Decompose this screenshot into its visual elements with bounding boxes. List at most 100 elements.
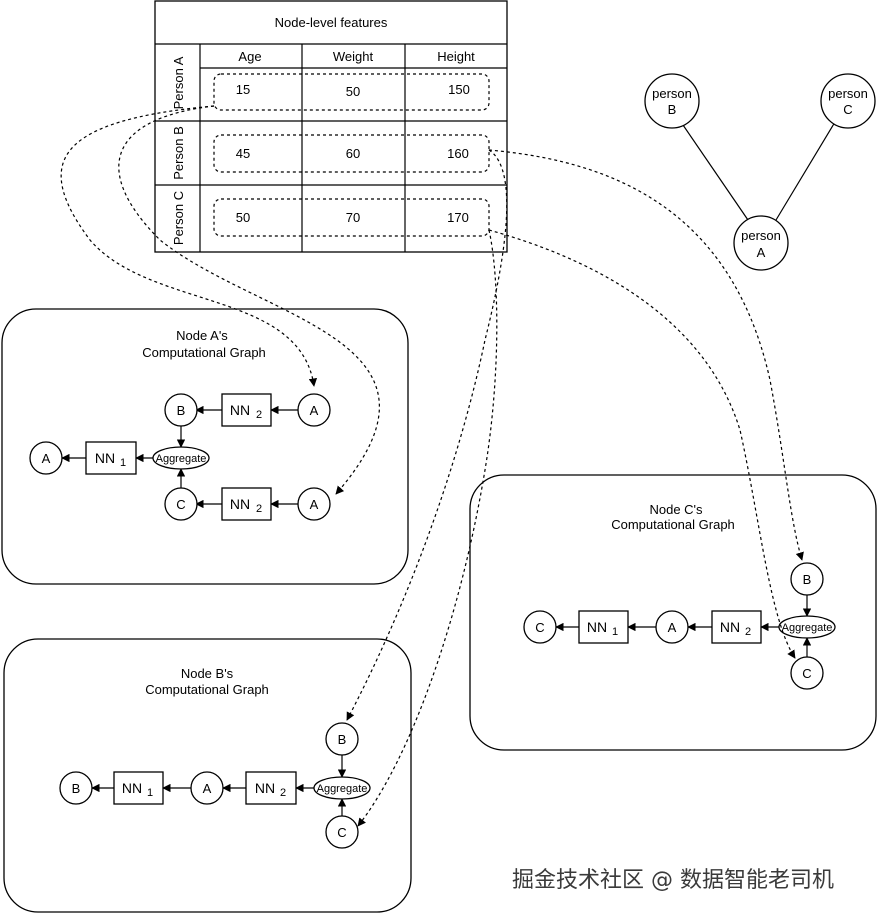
nn2-subscript: 2 — [256, 503, 262, 515]
aggregate-node — [152, 446, 210, 470]
node-label: A — [310, 497, 319, 512]
output-node-a — [29, 441, 63, 475]
neighbor-node-c — [790, 656, 824, 690]
aggregate-node — [313, 776, 371, 800]
flow-a-to-graph-a-top — [60, 105, 318, 387]
person-c-node — [820, 73, 876, 129]
table-cell: 160 — [447, 146, 469, 161]
nn1-subscript: 1 — [147, 787, 153, 799]
table-cell: 150 — [448, 82, 470, 97]
column-header-height: Height — [437, 49, 475, 64]
node-label: B — [72, 781, 81, 796]
column-header-weight: Weight — [333, 49, 374, 64]
nn2-label: NN — [230, 496, 250, 512]
social-graph: person B person C person A — [644, 73, 876, 271]
output-node-c — [523, 610, 557, 644]
aggregate-label: Aggregate — [317, 783, 368, 795]
nn1-label: NN — [95, 450, 115, 466]
feature-table: Node-level features Age Weight Height Pe… — [154, 0, 508, 253]
neighbor-node-b — [790, 562, 824, 596]
input-node-a — [297, 487, 331, 521]
row-group-person-b — [213, 134, 490, 173]
nn2-subscript: 2 — [745, 626, 751, 638]
nn1-subscript: 1 — [120, 457, 126, 469]
node-label: A — [310, 403, 319, 418]
nn2-box — [245, 771, 297, 805]
node-label: B — [177, 403, 186, 418]
aggregate-node — [778, 615, 836, 639]
row-label-person-c: Person C — [171, 191, 186, 245]
row-label-person-b: Person B — [171, 126, 186, 179]
nn2-subscript: 2 — [280, 787, 286, 799]
nn2-box — [711, 610, 762, 644]
graph-b-panel: Node B's Computational Graph B Aggregate… — [3, 638, 412, 913]
nn2-label: NN — [255, 780, 275, 796]
flow-a-to-graph-a-bottom — [118, 105, 380, 495]
mid-node-a — [655, 610, 689, 644]
graph-b-title: Node B's — [181, 666, 234, 681]
nn2-box — [221, 393, 272, 427]
nn1-label: NN — [587, 619, 607, 635]
graph-a-title: Node A's — [176, 328, 228, 343]
node-label: A — [668, 620, 677, 635]
nn1-box — [113, 771, 164, 805]
column-header-age: Age — [238, 49, 261, 64]
neighbor-node-c — [164, 487, 198, 521]
neighbor-node-b — [164, 393, 198, 427]
flow-b-to-graph-c — [488, 149, 804, 561]
table-cell: 45 — [236, 146, 250, 161]
aggregate-label: Aggregate — [782, 622, 833, 634]
table-cell: 170 — [447, 210, 469, 225]
node-label: A — [757, 245, 766, 260]
node-label: B — [803, 572, 812, 587]
node-label: B — [338, 732, 347, 747]
neighbor-node-b — [325, 722, 359, 756]
neighbor-node-c — [325, 815, 359, 849]
table-cell: 70 — [346, 210, 360, 225]
node-label: C — [802, 666, 811, 681]
nn2-label: NN — [230, 402, 250, 418]
aggregate-label: Aggregate — [156, 453, 207, 465]
node-label: person — [741, 228, 781, 243]
graph-a-panel: Node A's Computational Graph A NN 2 B Agg… — [1, 308, 409, 585]
nn2-subscript: 2 — [256, 409, 262, 421]
node-label: C — [535, 620, 544, 635]
mid-node-a — [190, 771, 224, 805]
nn1-box — [85, 441, 137, 475]
node-label: C — [337, 825, 346, 840]
node-label: person — [652, 86, 692, 101]
nn1-label: NN — [122, 780, 142, 796]
graph-c-subtitle: Computational Graph — [611, 517, 735, 532]
node-label: A — [42, 451, 51, 466]
nn1-subscript: 1 — [612, 626, 618, 638]
node-label: C — [176, 497, 185, 512]
nn2-box — [221, 487, 272, 521]
table-title: Node-level features — [275, 15, 388, 30]
nn2-label: NN — [720, 619, 740, 635]
row-label-person-a: Person A — [171, 56, 186, 109]
graph-b-subtitle: Computational Graph — [145, 682, 269, 697]
table-cell: 15 — [236, 82, 250, 97]
person-b-node — [644, 73, 700, 129]
table-cell: 50 — [236, 210, 250, 225]
node-label: person — [828, 86, 868, 101]
flow-c-to-graph-c — [488, 229, 796, 659]
node-label: A — [203, 781, 212, 796]
graph-a-subtitle: Computational Graph — [142, 345, 266, 360]
edge-b-a — [682, 124, 749, 221]
input-node-a — [297, 393, 331, 427]
feature-flow-arrows — [60, 105, 804, 827]
node-label: B — [668, 102, 677, 117]
nn1-box — [578, 610, 629, 644]
table-cell: 60 — [346, 146, 360, 161]
edge-c-a — [775, 121, 836, 221]
person-a-node — [733, 215, 789, 271]
table-cell: 50 — [346, 84, 360, 99]
row-group-person-c — [213, 198, 490, 237]
graph-c-title: Node C's — [649, 502, 703, 517]
node-label: C — [843, 102, 852, 117]
row-group-person-a — [213, 73, 490, 111]
graph-c-panel: Node C's Computational Graph B Aggregate… — [469, 474, 877, 751]
watermark: 掘金技术社区 @ 数据智能老司机 — [512, 868, 834, 893]
